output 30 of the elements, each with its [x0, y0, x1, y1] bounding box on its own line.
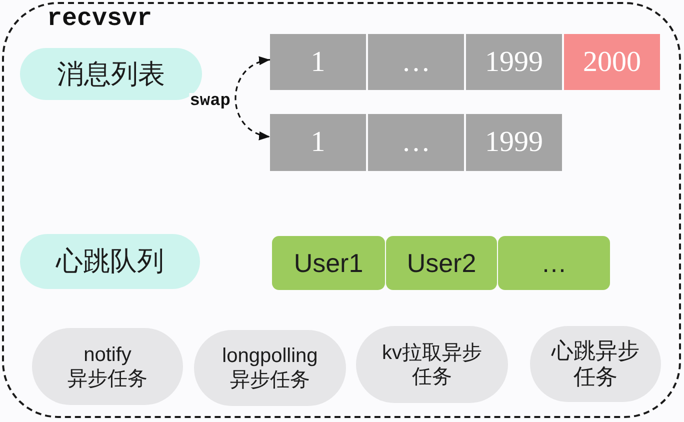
- cell-value: …: [402, 48, 430, 76]
- slot-text: User1: [294, 250, 364, 276]
- cell-value: 1999: [485, 48, 543, 76]
- array-cell: [270, 34, 366, 90]
- cell-value: 2000: [583, 48, 641, 76]
- task-text: notify 异步任务: [66, 342, 148, 390]
- array-cell: [466, 34, 562, 90]
- queue-slot: [386, 236, 497, 290]
- task-text: 心跳异步任务: [550, 338, 640, 390]
- cell-value: …: [402, 128, 430, 157]
- queue-slot: [272, 236, 385, 290]
- cell-value: 1: [310, 48, 326, 76]
- pill-text: 心跳队列: [56, 248, 164, 275]
- slot-text: …: [541, 250, 567, 276]
- queue-slot: [498, 236, 610, 290]
- task-text: kv拉取异步任务: [381, 340, 483, 388]
- highlighted-cell: [564, 34, 660, 90]
- task-text: longpolling 异步任务: [221, 344, 319, 392]
- array-cell: [368, 114, 464, 171]
- cell-value: 1: [310, 128, 326, 157]
- dashed-container: [2, 2, 681, 418]
- array-cell: [466, 114, 562, 171]
- cell-value: 1999: [485, 128, 543, 157]
- container-title: recvsvr: [47, 6, 152, 31]
- array-cell: [368, 34, 464, 90]
- array-cell: [270, 114, 366, 171]
- slot-text: User2: [406, 250, 476, 276]
- swap-arrow: [234, 58, 270, 139]
- edge-label: swap: [188, 93, 232, 110]
- pill-text: 消息列表: [57, 60, 165, 88]
